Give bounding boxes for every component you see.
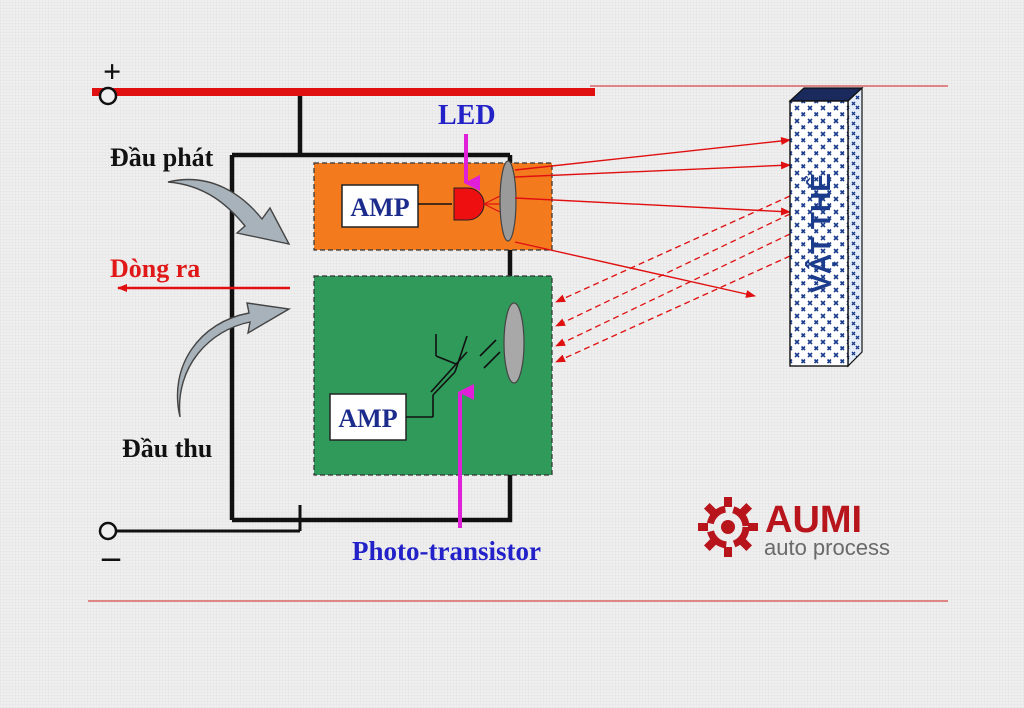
emitter-label: Đầu phát	[110, 143, 214, 172]
phototransistor-label: Photo-transistor	[352, 536, 541, 566]
lens-icon	[499, 160, 517, 242]
positive-terminal	[98, 86, 118, 106]
emitter-amp-box	[341, 184, 419, 228]
output-current-label: Dòng ra	[110, 254, 200, 283]
curved-arrow-emitter	[167, 178, 291, 245]
circuit-wires	[116, 96, 513, 533]
led-diode-icon	[453, 187, 485, 221]
plus-sign: +	[103, 53, 121, 89]
emitter-amp-label: AMP	[350, 193, 409, 222]
logo-tagline: auto process	[764, 535, 890, 560]
minus-sign: –	[101, 536, 121, 576]
positive-rail	[92, 88, 595, 96]
curved-arrow-receiver	[176, 302, 292, 418]
phototransistor-icon	[406, 334, 501, 418]
receiver-amp-box	[329, 393, 407, 441]
reflected-rays	[555, 195, 791, 363]
receiver-amp-label: AMP	[338, 404, 397, 433]
logo-name: AUMI	[765, 499, 862, 541]
object-block: VẬT THỂ	[788, 86, 864, 368]
gear-swirl-icon	[698, 497, 758, 557]
led-rays	[483, 195, 501, 213]
lens-icon	[503, 302, 525, 384]
receiver-label: Đầu thu	[122, 434, 212, 463]
emitted-rays	[514, 136, 791, 298]
led-label: LED	[438, 100, 496, 131]
object-label: VẬT THỂ	[805, 173, 836, 293]
